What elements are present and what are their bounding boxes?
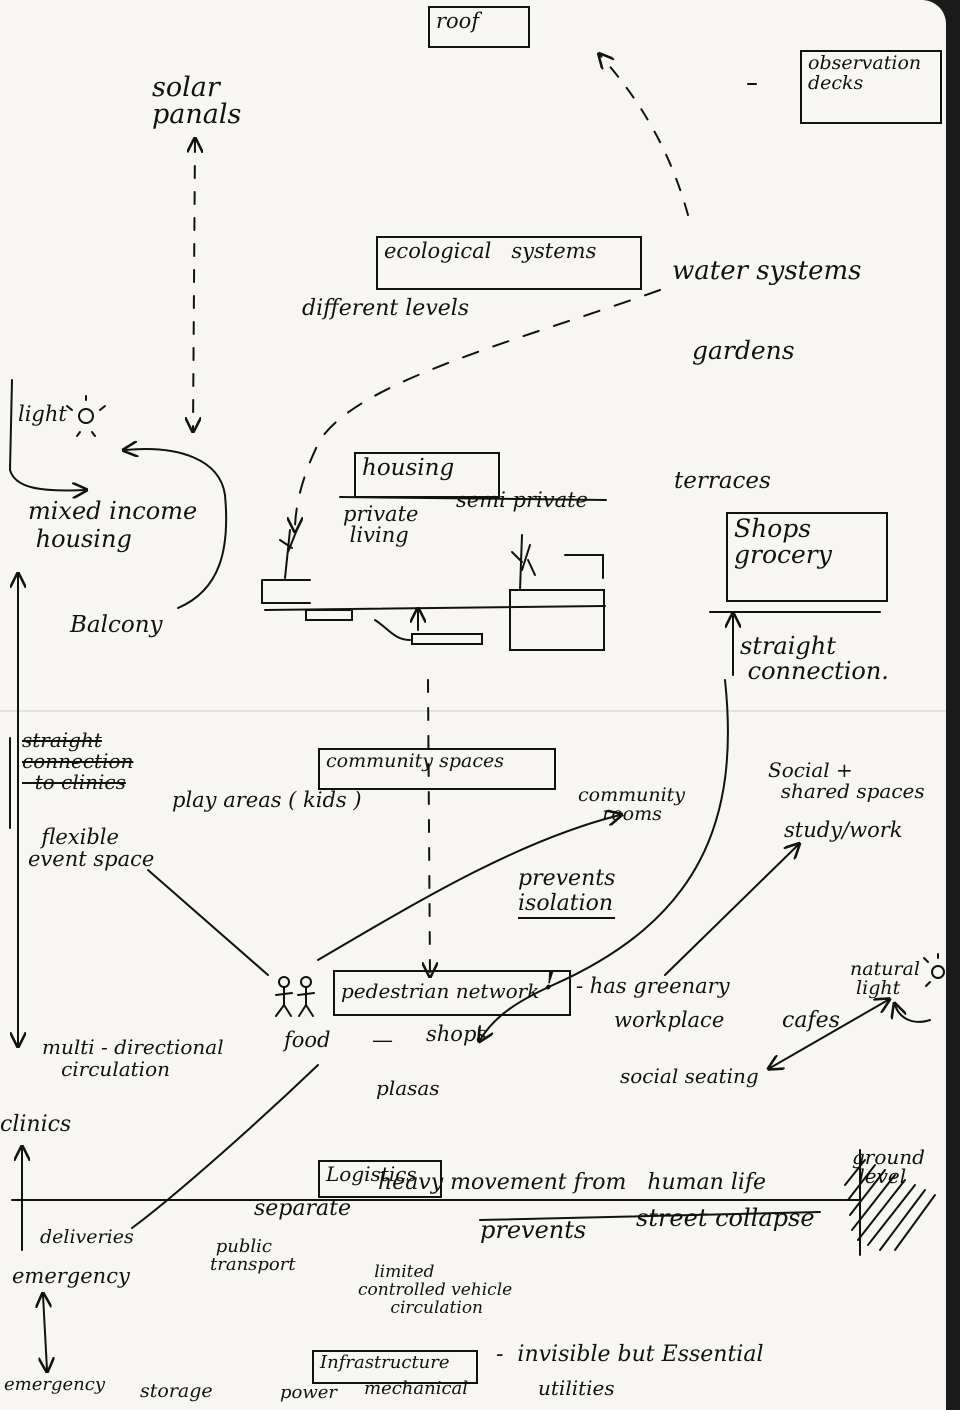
mechanical-label: mechanical <box>364 1378 469 1399</box>
logistics-label: Logistics <box>318 1160 442 1198</box>
prevents-label: prevents <box>480 1216 587 1244</box>
terraces-label: terraces <box>674 468 771 494</box>
clinics-label: clinics <box>0 1112 72 1137</box>
plasas-label: plasas <box>376 1076 440 1100</box>
private-living-label: private living <box>343 502 419 547</box>
social-shared-spaces-label: Social + shared spaces <box>768 758 925 803</box>
emergency-label-2: emergency <box>4 1374 105 1395</box>
observation-decks-label: observation decks <box>800 50 942 124</box>
gardens-label: gardens <box>692 336 795 365</box>
semi-private-label: semi private <box>456 488 588 512</box>
study-work-label: study/work <box>784 818 903 842</box>
straight-connection-to-clinics-label: straight connection to clinics <box>22 728 134 794</box>
different-levels-label: different levels <box>302 296 470 321</box>
food-label: food <box>284 1028 331 1052</box>
dash-separator: — <box>372 1028 393 1052</box>
mixed-income-housing-label: mixed income housing <box>28 497 198 553</box>
deliveries-label: deliveries <box>40 1226 134 1248</box>
straight-connection-label: straight connection. <box>740 632 889 686</box>
infrastructure-label: Infrastructure <box>312 1350 478 1384</box>
community-rooms-label: community rooms <box>578 784 686 825</box>
street-collapse-label: street collapse <box>636 1204 815 1232</box>
multi-directional-circulation-label: multi - directional circulation <box>42 1035 224 1081</box>
cafes-label: cafes <box>782 1008 840 1033</box>
shops-grocery-label: Shops grocery <box>726 512 888 602</box>
ground-level-label: ground level <box>852 1145 925 1188</box>
separate-label: separate <box>254 1196 352 1221</box>
natural-light-label: natural light <box>850 958 920 999</box>
ecological-systems-label: ecological systems <box>376 236 642 290</box>
public-transport-label: public transport <box>210 1236 296 1275</box>
water-systems-label: water systems <box>672 256 862 286</box>
balcony-label: Balcony <box>70 612 163 638</box>
limited-controlled-vehicle-label: limited controlled vehicle circulation <box>358 1262 513 1318</box>
shops-label: shops <box>426 1022 488 1046</box>
workplace-label: workplace <box>614 1008 725 1032</box>
power-label: power <box>280 1382 338 1403</box>
utilities-label: utilities <box>538 1376 615 1400</box>
flexible-event-space-label: flexible event space <box>28 825 155 872</box>
pedestrian-network-label: pedestrian network <box>333 970 571 1016</box>
play-areas-label: play areas ( kids ) <box>172 788 362 812</box>
social-seating-label: social seating <box>620 1064 759 1088</box>
roof-label: roof <box>428 6 530 48</box>
community-spaces-label: community spaces <box>318 748 556 790</box>
invisible-but-essential-label: - invisible but Essential <box>496 1342 764 1367</box>
has-greenary-label: - has greenary <box>576 974 730 998</box>
exclamation-mark: ! <box>544 966 556 996</box>
notebook-fold <box>0 710 946 712</box>
solar-panels-label: solar panals <box>152 72 242 130</box>
housing-label: housing <box>354 452 500 498</box>
prevents-isolation-label: prevents isolation <box>518 866 616 919</box>
emergency-label: emergency <box>12 1264 130 1288</box>
heavy-movement-label: heavy movement from human life <box>378 1170 767 1195</box>
storage-label: storage <box>140 1380 213 1402</box>
light-label: light <box>18 402 67 426</box>
